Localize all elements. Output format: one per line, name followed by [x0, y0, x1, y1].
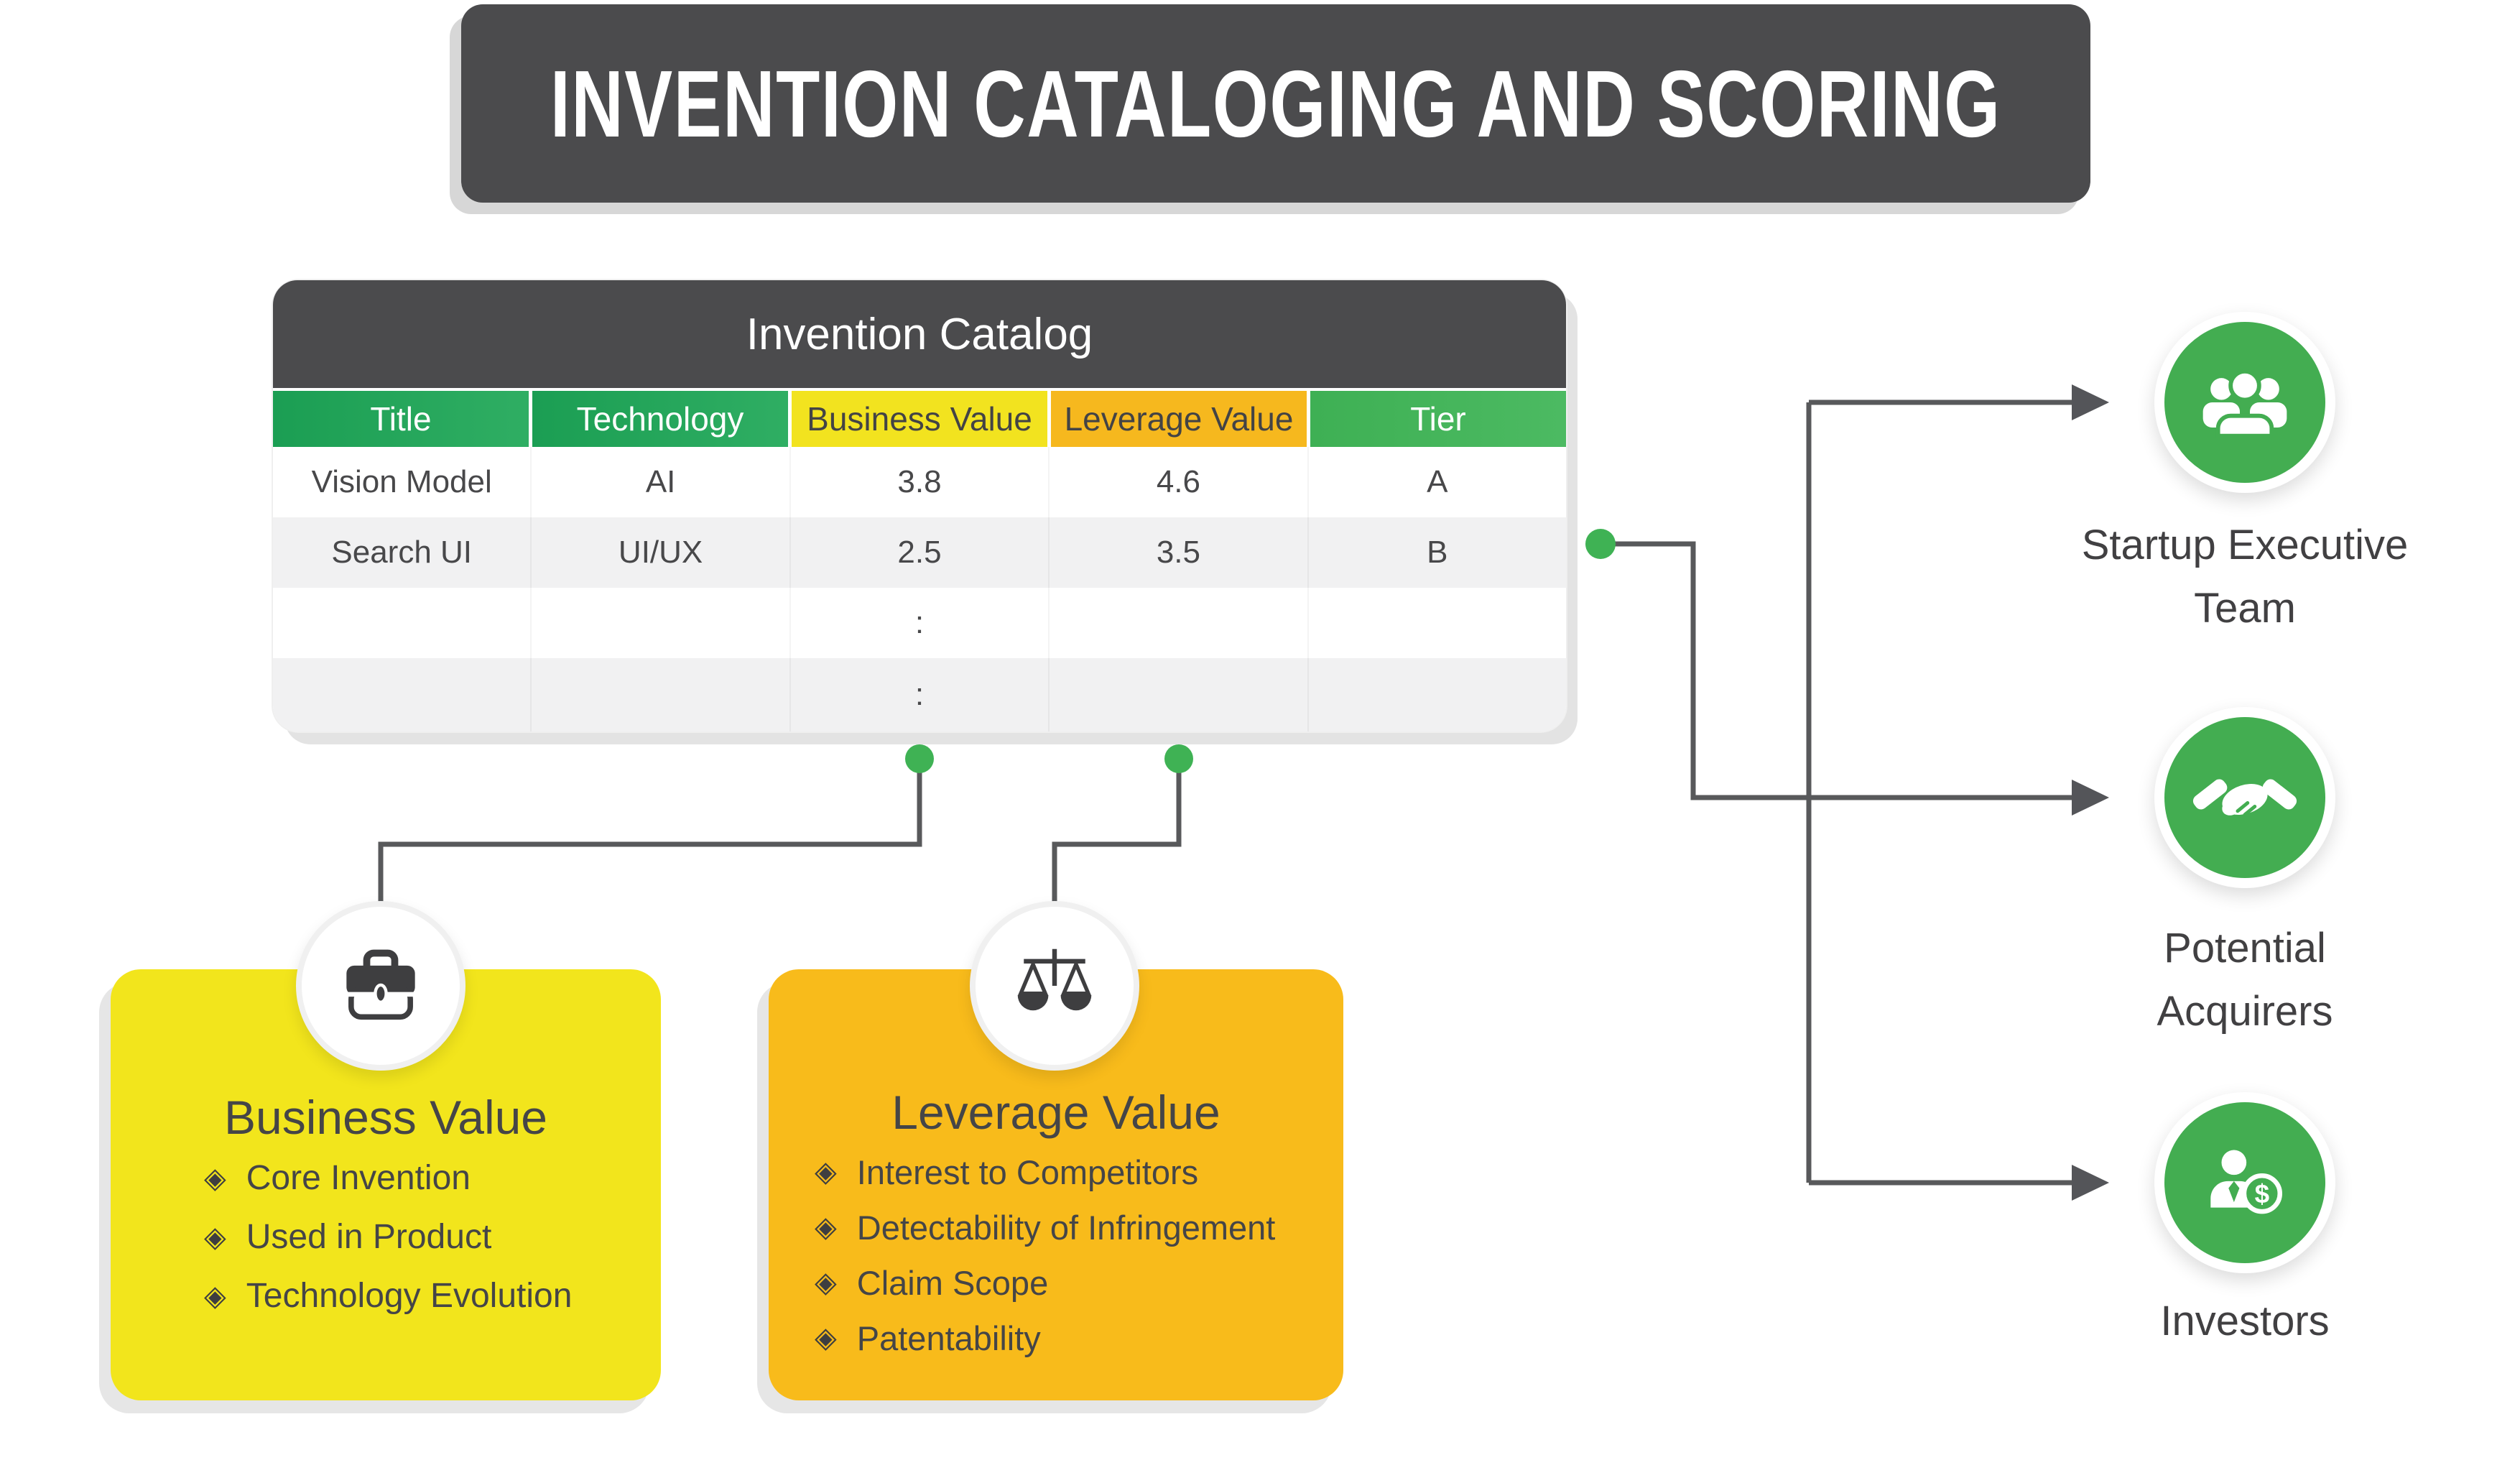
- investor-dollar-icon: $: [2210, 1150, 2282, 1214]
- cell-lv: 4.6: [1050, 447, 1309, 517]
- table-row: :: [273, 588, 1566, 658]
- investors-node: $: [2154, 1092, 2335, 1273]
- arrowhead-investors: [2072, 1165, 2109, 1201]
- diamond-bullet-icon: ◈: [815, 1266, 837, 1299]
- invention-catalog-title: Invention Catalog: [273, 280, 1566, 388]
- cell-bv: 3.8: [791, 447, 1050, 517]
- team-icon: [2202, 369, 2287, 438]
- cell-lv: [1050, 588, 1309, 658]
- cell-tech: AI: [532, 447, 791, 517]
- list-item: ◈ Core Invention: [204, 1149, 661, 1208]
- potential-acquirers-node: [2154, 707, 2335, 888]
- label-line: Team: [2194, 585, 2296, 632]
- handshake-icon: [2192, 779, 2297, 819]
- diamond-bullet-icon: ◈: [204, 1162, 226, 1195]
- table-header-row: Title Technology Business Value Leverage…: [273, 391, 1566, 447]
- invention-catalog-card: Invention Catalog Title Technology Busin…: [273, 280, 1566, 731]
- table-row: Search UI UI/UX 2.5 3.5 B: [273, 517, 1566, 588]
- junction-dot-business: [905, 744, 934, 773]
- table-row: :: [273, 658, 1566, 731]
- list-item-label: Claim Scope: [856, 1264, 1049, 1302]
- diamond-bullet-icon: ◈: [204, 1221, 226, 1254]
- column-header-technology: Technology: [532, 391, 788, 447]
- list-item-label: Patentability: [856, 1319, 1041, 1357]
- scales-icon: [1017, 948, 1092, 1011]
- cell-lv: 3.5: [1050, 517, 1309, 588]
- list-item-label: Used in Product: [246, 1218, 492, 1256]
- list-item: ◈ Claim Scope: [815, 1255, 1343, 1311]
- list-item-label: Technology Evolution: [246, 1277, 573, 1315]
- business-value-medallion: [296, 901, 465, 1071]
- cell-tier: B: [1427, 535, 1448, 570]
- label-line: Investors: [2160, 1298, 2330, 1344]
- list-item: ◈ Used in Product: [204, 1208, 661, 1267]
- leverage-value-medallion: [970, 901, 1139, 1071]
- cell-title: Search UI: [273, 517, 532, 588]
- potential-acquirers-circle: [2164, 717, 2325, 878]
- briefcase-icon: [345, 949, 417, 1020]
- label-line: Startup Executive: [2081, 522, 2409, 568]
- label-line: Potential: [2164, 925, 2326, 971]
- cell-title: Vision Model: [273, 447, 532, 517]
- business-value-title: Business Value: [223, 1091, 548, 1144]
- cell-tech: [532, 588, 791, 658]
- table-title-text: Invention Catalog: [746, 309, 1093, 359]
- connector-leverage-value: [1052, 770, 1182, 905]
- column-header-title: Title: [273, 391, 529, 447]
- junction-dot-leverage: [1164, 744, 1193, 773]
- cell-lv: [1050, 658, 1309, 731]
- potential-acquirers-label: Potential Acquirers: [1907, 917, 2520, 1043]
- business-value-list: ◈ Core Invention ◈ Used in Product ◈ Tec…: [111, 1149, 661, 1326]
- page-title: INVENTION CATALOGING AND SCORING: [550, 50, 2001, 157]
- cell-bv: :: [791, 588, 1050, 658]
- cell-tier: [1309, 588, 1566, 658]
- junction-dot-table-right: [1585, 529, 1616, 559]
- arrowhead-executive: [2072, 384, 2109, 420]
- diamond-bullet-icon: ◈: [815, 1321, 837, 1354]
- leverage-value-list: ◈ Interest to Competitors ◈ Detectabilit…: [769, 1145, 1343, 1366]
- cell-title: [273, 588, 532, 658]
- business-value-card: Business Value ◈ Core Invention ◈ Used i…: [111, 969, 661, 1400]
- cell-bv: :: [791, 658, 1050, 731]
- list-item-label: Detectability of Infringement: [856, 1209, 1276, 1247]
- leverage-value-title: Leverage Value: [891, 1086, 1220, 1139]
- connector-business-value: [378, 770, 922, 905]
- arrowhead-acquirers: [2072, 780, 2109, 816]
- startup-executive-team-label: Startup Executive Team: [1907, 514, 2520, 640]
- list-item: ◈ Interest to Competitors: [815, 1145, 1343, 1200]
- cell-tech: [532, 658, 791, 731]
- startup-executive-team-node: [2154, 312, 2335, 493]
- cell-tier: [1309, 658, 1566, 731]
- list-item: ◈ Patentability: [815, 1311, 1343, 1366]
- label-line: Acquirers: [2157, 988, 2333, 1035]
- diamond-bullet-icon: ◈: [815, 1155, 837, 1188]
- table-row: Vision Model AI 3.8 4.6 A: [273, 447, 1566, 517]
- title-banner: INVENTION CATALOGING AND SCORING: [461, 4, 2090, 203]
- cell-tier: A: [1427, 464, 1448, 499]
- column-header-leverage-value: Leverage Value: [1051, 391, 1307, 447]
- cell-bv: 2.5: [791, 517, 1050, 588]
- diamond-bullet-icon: ◈: [815, 1211, 837, 1244]
- list-item-label: Interest to Competitors: [856, 1153, 1199, 1191]
- cell-tech: UI/UX: [532, 517, 791, 588]
- list-item: ◈ Technology Evolution: [204, 1267, 661, 1326]
- list-item-label: Core Invention: [246, 1159, 471, 1197]
- diamond-bullet-icon: ◈: [204, 1280, 226, 1313]
- svg-text:$: $: [2255, 1179, 2269, 1209]
- list-item: ◈ Detectability of Infringement: [815, 1200, 1343, 1255]
- investors-label: Investors: [1907, 1290, 2520, 1353]
- investors-circle: $: [2164, 1102, 2325, 1263]
- startup-executive-team-circle: [2164, 322, 2325, 483]
- cell-title: [273, 658, 532, 731]
- column-header-business-value: Business Value: [792, 391, 1047, 447]
- column-header-tier: Tier: [1310, 391, 1566, 447]
